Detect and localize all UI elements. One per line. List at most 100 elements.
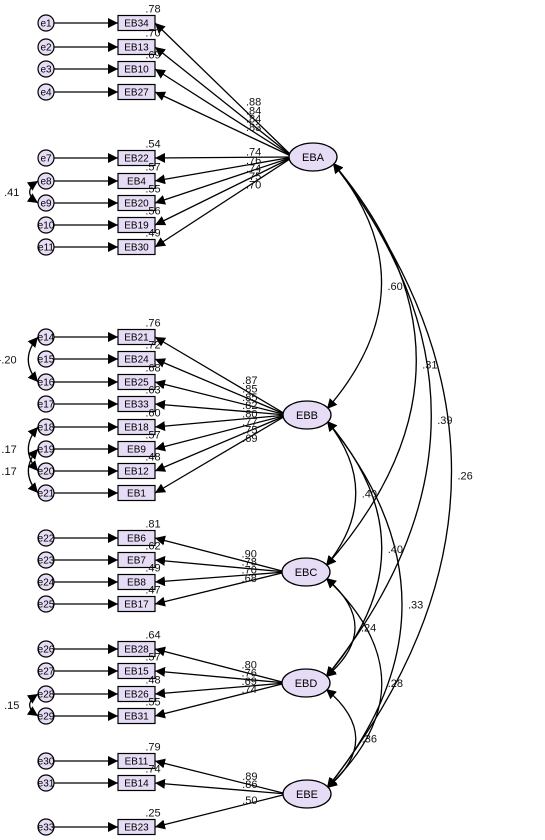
indicator-label-EB26: EB26 xyxy=(124,690,149,701)
indicator-label-EB28: EB28 xyxy=(124,645,149,656)
node-layer xyxy=(37,14,338,836)
indicator-label-EB27: EB27 xyxy=(124,88,149,99)
error-label-e25: e25 xyxy=(38,600,55,611)
error-cov-label-e19-e21: .17 xyxy=(1,466,16,478)
indicator-box-EB31 xyxy=(117,707,156,725)
error-circle-e21 xyxy=(37,484,55,502)
error-label-e33: e33 xyxy=(38,823,55,834)
error-label-e14: e14 xyxy=(38,333,55,344)
indicator-label-EB21: EB21 xyxy=(124,333,149,344)
indicator-label-EB10: EB10 xyxy=(124,65,149,76)
indicator-label-EB22: EB22 xyxy=(124,154,149,165)
indicator-label-EB33: EB33 xyxy=(124,400,149,411)
indicator-box-EB11 xyxy=(117,752,156,770)
indicator-box-EB12 xyxy=(117,462,156,480)
indicator-box-EB1 xyxy=(117,484,156,502)
error-label-e9: e9 xyxy=(40,199,52,210)
r2-label-EB26: .48 xyxy=(145,675,160,687)
indicator-box-EB10 xyxy=(117,60,156,78)
latent-cor-label-EBB-EBE: .33 xyxy=(408,600,423,612)
latent-label-EBC: EBC xyxy=(295,567,318,579)
error-label-e17: e17 xyxy=(38,400,55,411)
error-covariance-e8-e9 xyxy=(26,180,39,204)
indicator-box-EB17 xyxy=(117,595,156,613)
error-label-e10: e10 xyxy=(38,221,55,232)
error-label-e4: e4 xyxy=(40,88,52,99)
latent-cor-label-EBB-EBD: .40 xyxy=(388,544,403,556)
indicator-label-EB4: EB4 xyxy=(127,177,146,188)
indicator-box-EB33 xyxy=(117,395,156,413)
error-label-e11: e11 xyxy=(38,243,54,254)
indicator-box-EB30 xyxy=(117,238,156,256)
loading-arrow-EB31 xyxy=(154,682,287,719)
r2-label-EB21: .76 xyxy=(145,318,160,330)
r2-label-EB25: .68 xyxy=(145,363,160,375)
loading-arrow-EB6 xyxy=(154,535,287,573)
loading-label-EB22: .74 xyxy=(246,146,261,158)
loading-label-EB25: .85 xyxy=(242,392,257,404)
loading-arrow-EB4 xyxy=(154,156,294,185)
error-label-e24: e24 xyxy=(38,578,55,589)
error-label-e26: e26 xyxy=(38,645,55,656)
loading-label-EB34: .88 xyxy=(246,96,261,108)
loading-arrow-EB14 xyxy=(154,778,288,795)
indicator-box-EB22 xyxy=(117,149,156,167)
error-covariance-e19-e21 xyxy=(27,448,39,494)
error-circle-e18 xyxy=(37,418,55,436)
latent-cor-label-EBA-EBB: .60 xyxy=(388,281,403,293)
loading-arrow-EB33 xyxy=(154,399,288,416)
loading-arrow-EB1 xyxy=(154,414,288,494)
indicator-label-EB12: EB12 xyxy=(124,467,149,478)
indicator-box-EB24 xyxy=(117,350,156,368)
latent-correlation-EBA-EBC xyxy=(325,162,417,567)
error-circle-e4 xyxy=(37,83,55,101)
indicator-label-EB34: EB34 xyxy=(124,19,149,30)
loading-label-EB31: .74 xyxy=(242,684,257,696)
error-label-e31: e31 xyxy=(38,779,55,790)
indicator-box-EB18 xyxy=(117,418,156,436)
loading-label-EB9: .77 xyxy=(242,417,257,429)
indicator-label-EB13: EB13 xyxy=(124,43,149,54)
error-label-e23: e23 xyxy=(38,556,55,567)
latent-correlation-EBB-EBC xyxy=(325,420,357,567)
indicator-box-EB8 xyxy=(117,573,156,591)
indicator-label-EB30: EB30 xyxy=(124,243,149,254)
error-covariance-e28-e29 xyxy=(26,693,39,717)
error-circle-e27 xyxy=(37,662,55,680)
loading-arrow-EB20 xyxy=(154,156,294,205)
indicator-box-EB25 xyxy=(117,373,156,391)
latent-correlation-EBA-EBD xyxy=(325,162,432,678)
loading-arrow-EB34 xyxy=(154,22,294,158)
loading-label-EB8: .70 xyxy=(242,565,257,577)
error-circle-e3 xyxy=(37,60,55,78)
latent-correlation-EBC-EBE xyxy=(325,577,383,789)
path-layer xyxy=(26,18,453,832)
indicator-box-EB28 xyxy=(117,640,156,658)
latent-label-EBB: EBB xyxy=(296,410,318,422)
error-cov-label-e14-e16: -.20 xyxy=(0,355,17,367)
error-label-e20: e20 xyxy=(38,467,55,478)
loading-arrow-EB19 xyxy=(154,156,294,226)
error-circle-e10 xyxy=(37,216,55,234)
loading-arrow-EB11 xyxy=(154,758,288,795)
error-cov-label-e28-e29: .15 xyxy=(4,700,19,712)
label-layer: .88.84.84.83.74.76.74.75.70.87.85.85.82.… xyxy=(0,4,473,834)
indicator-box-EB21 xyxy=(117,328,156,346)
error-circle-e29 xyxy=(37,707,55,725)
error-cov-label-e8-e9: .41 xyxy=(4,187,19,199)
loading-label-EB18: .80 xyxy=(242,408,257,420)
latent-ellipse-EBB xyxy=(282,400,332,430)
loading-label-EB17: .68 xyxy=(242,573,257,585)
loading-arrow-EB17 xyxy=(154,571,287,607)
latent-ellipse-EBE xyxy=(282,779,332,809)
loading-arrow-EB8 xyxy=(154,571,287,587)
loading-label-EB33: .82 xyxy=(242,400,257,412)
loading-arrow-EB23 xyxy=(154,793,288,830)
error-circle-e23 xyxy=(37,551,55,569)
latent-cor-label-EBB-EBC: .40 xyxy=(362,489,377,501)
indicator-label-EB23: EB23 xyxy=(124,823,149,834)
error-label-e30: e30 xyxy=(38,757,55,768)
loading-arrow-EB28 xyxy=(154,646,287,684)
r2-label-EB8: .49 xyxy=(145,563,160,575)
indicator-label-EB8: EB8 xyxy=(127,578,146,589)
